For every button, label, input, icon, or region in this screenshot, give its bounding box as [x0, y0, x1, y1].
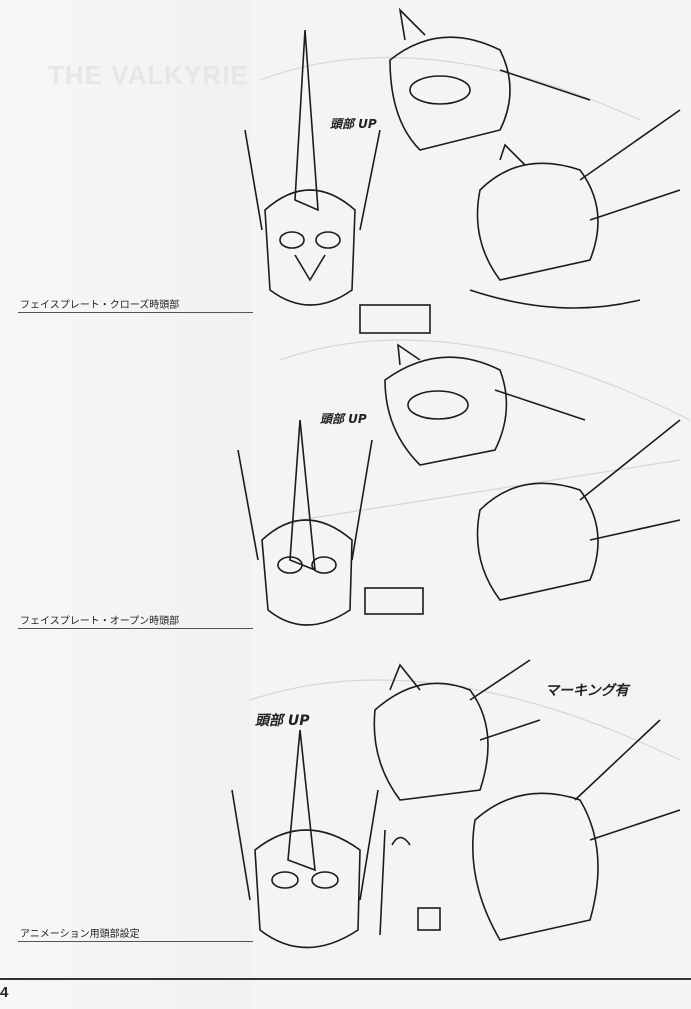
note-head-up-3: 頭部 UP [255, 713, 310, 729]
note-head-up-2: 頭部 UP [320, 412, 367, 426]
note-marking: マーキング有 [545, 683, 629, 699]
caption-rule [18, 628, 253, 629]
head-side-open-2 [364, 419, 681, 615]
head-front-closed [244, 29, 381, 306]
head-side-open-1 [384, 343, 586, 466]
footer-rule [0, 978, 691, 980]
head-side-animation-2 [472, 719, 681, 941]
head-side-animation-1 [373, 659, 541, 801]
background-sketch [249, 56, 691, 761]
caption-rule [18, 941, 253, 942]
faded-logo: THE VALKYRIE [48, 60, 249, 90]
page-margin [0, 0, 250, 1009]
page-number: 4 [0, 984, 9, 1001]
head-front-animation [231, 729, 441, 949]
caption-faceplate-open: フェイスプレート・オープン時頭部 [20, 616, 180, 627]
head-side-closed-2 [359, 109, 681, 334]
note-head-up-1: 頭部 UP [330, 117, 377, 131]
caption-animation-head: アニメーション用頭部設定 [20, 929, 140, 940]
head-side-closed-1 [389, 7, 591, 151]
caption-faceplate-closed: フェイスプレート・クローズ時頭部 [20, 300, 180, 311]
head-front-open [237, 419, 373, 626]
caption-rule [18, 312, 253, 313]
